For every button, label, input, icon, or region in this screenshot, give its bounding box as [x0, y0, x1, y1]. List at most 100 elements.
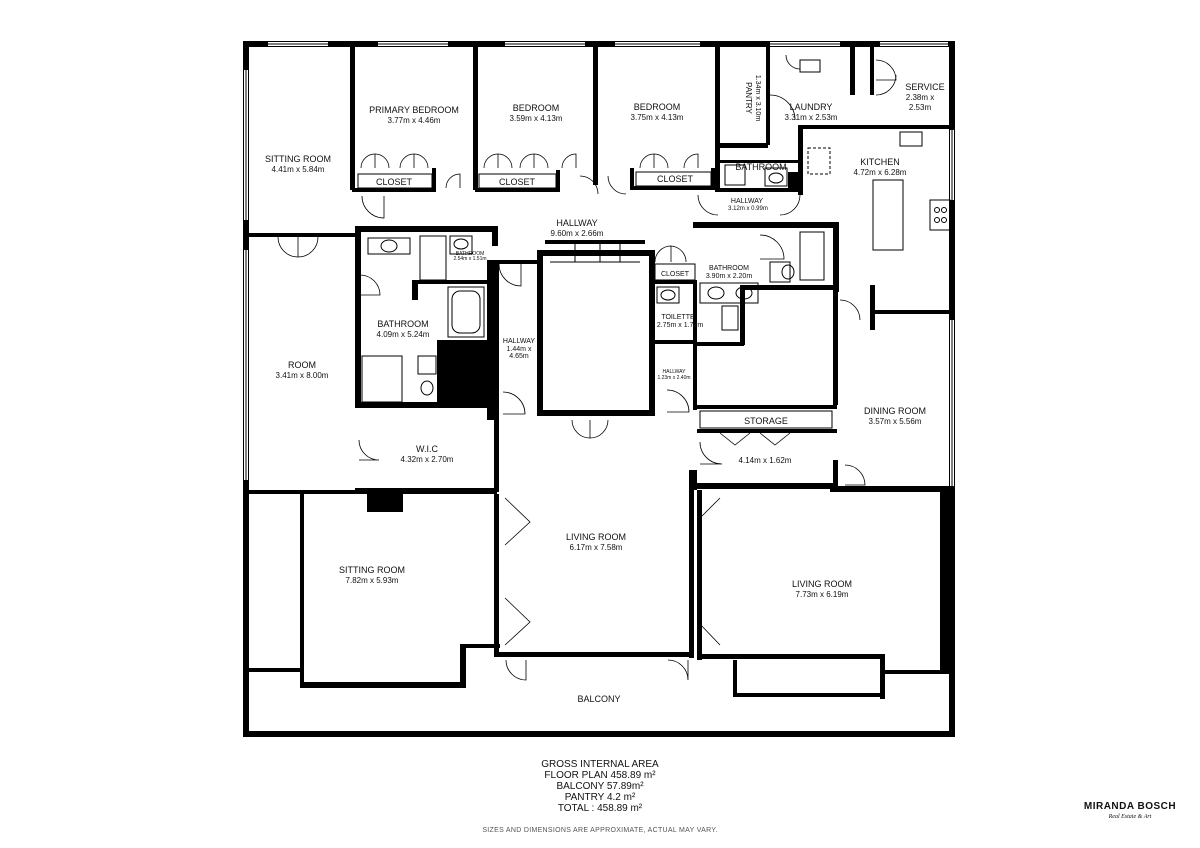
- svg-text:BATHROOM: BATHROOM: [377, 319, 428, 329]
- fixtures: [361, 59, 951, 403]
- svg-text:1.23m x 2.40m: 1.23m x 2.40m: [657, 375, 690, 381]
- svg-text:1.44m x: 1.44m x: [507, 346, 532, 353]
- svg-text:PANTRY: PANTRY: [744, 82, 753, 114]
- closet-1-label: CLOSET: [357, 173, 433, 189]
- bedroom-1-label: BEDROOM 3.59m x 4.13m: [510, 103, 563, 123]
- kitchen-label: KITCHEN 4.72m x 6.28m: [854, 157, 907, 177]
- svg-text:3.57m x 5.56m: 3.57m x 5.56m: [869, 417, 922, 426]
- area-total: TOTAL : 458.89 m²: [557, 803, 643, 814]
- svg-text:3.59m x 4.13m: 3.59m x 4.13m: [510, 114, 563, 123]
- bathroom-top-label: BATHROOM: [735, 162, 786, 172]
- area-balcony: BALCONY 57.89m²: [556, 781, 644, 792]
- wic-label: W.I.C 4.32m x 2.70m: [401, 444, 454, 464]
- svg-text:HALLWAY: HALLWAY: [556, 218, 597, 228]
- svg-text:9.60m x 2.66m: 9.60m x 2.66m: [551, 229, 604, 238]
- svg-text:CLOSET: CLOSET: [499, 177, 536, 187]
- primary-bedroom-label: PRIMARY BEDROOM 3.77m x 4.46m: [369, 105, 459, 125]
- svg-text:TOILETTE: TOILETTE: [661, 314, 695, 321]
- svg-text:4.14m x 1.62m: 4.14m x 1.62m: [739, 456, 792, 465]
- svg-text:7.73m x 6.19m: 7.73m x 6.19m: [796, 590, 849, 599]
- living-room-center-label: LIVING ROOM 6.17m x 7.58m: [566, 532, 626, 552]
- living-room-right-label: LIVING ROOM 7.73m x 6.19m: [792, 579, 852, 599]
- svg-text:SITTING ROOM: SITTING ROOM: [339, 565, 405, 575]
- pantry-label: PANTRY 1.34m x 3.10m: [744, 75, 761, 121]
- sitting-room-bottom-label: SITTING ROOM 7.82m x 5.93m: [339, 565, 405, 585]
- hallway-vertical-label: HALLWAY 1.44m x 4.65m: [503, 338, 535, 360]
- svg-text:SITTING ROOM: SITTING ROOM: [265, 154, 331, 164]
- svg-text:DINING ROOM: DINING ROOM: [864, 406, 926, 416]
- svg-text:1.34m x 3.10m: 1.34m x 3.10m: [754, 75, 761, 121]
- brand-name: MIRANDA BOSCH: [1083, 801, 1177, 812]
- svg-text:HALLWAY: HALLWAY: [731, 198, 763, 205]
- outer-walls: [243, 41, 955, 737]
- svg-text:BEDROOM: BEDROOM: [513, 103, 560, 113]
- svg-text:HALLWAY: HALLWAY: [663, 369, 687, 375]
- svg-text:KITCHEN: KITCHEN: [860, 157, 900, 167]
- svg-text:6.17m x 7.58m: 6.17m x 7.58m: [570, 543, 623, 552]
- laundry-label: LAUNDRY 3.31m x 2.53m: [785, 102, 838, 122]
- svg-text:3.12m x 0.99m: 3.12m x 0.99m: [728, 206, 768, 212]
- windows: [244, 42, 954, 490]
- svg-text:HALLWAY: HALLWAY: [503, 338, 535, 345]
- svg-text:LAUNDRY: LAUNDRY: [790, 102, 833, 112]
- bedroom-2-label: BEDROOM 3.75m x 4.13m: [631, 102, 684, 122]
- doors: [277, 54, 897, 681]
- svg-text:3.90m x 2.20m: 3.90m x 2.20m: [706, 273, 752, 280]
- svg-text:2.54m x 1.51m: 2.54m x 1.51m: [453, 256, 486, 262]
- brand-logo: MIRANDA BOSCH Real Estate & Art: [1070, 801, 1190, 820]
- dining-room-label: DINING ROOM 3.57m x 5.56m: [864, 406, 926, 426]
- interior-walls: [243, 45, 955, 737]
- storage-label: STORAGE 4.14m x 1.62m: [699, 410, 833, 465]
- brand-tagline: Real Estate & Art: [1108, 814, 1152, 820]
- closet-4-label: CLOSET: [654, 263, 696, 281]
- closet-3-label: CLOSET: [635, 171, 712, 187]
- svg-text:4.32m x 2.70m: 4.32m x 2.70m: [401, 455, 454, 464]
- hallway-small-label: HALLWAY 3.12m x 0.99m: [728, 198, 768, 212]
- svg-text:CLOSET: CLOSET: [657, 174, 694, 184]
- svg-text:BATHROOM: BATHROOM: [709, 265, 749, 272]
- svg-text:STORAGE: STORAGE: [744, 416, 788, 426]
- area-title: GROSS INTERNAL AREA: [541, 759, 659, 770]
- svg-text:2.53m: 2.53m: [909, 103, 932, 112]
- svg-text:BATHROOM: BATHROOM: [735, 162, 786, 172]
- gross-internal-area: GROSS INTERNAL AREA FLOOR PLAN 458.89 m²…: [480, 759, 720, 814]
- svg-text:3.77m x 4.46m: 3.77m x 4.46m: [388, 116, 441, 125]
- area-floor-plan: FLOOR PLAN 458.89 m²: [544, 770, 656, 781]
- svg-text:BEDROOM: BEDROOM: [634, 102, 681, 112]
- svg-text:W.I.C: W.I.C: [416, 444, 438, 454]
- svg-text:4.72m x 6.28m: 4.72m x 6.28m: [854, 168, 907, 177]
- closet-2-label: CLOSET: [478, 173, 557, 189]
- svg-text:SERVICE: SERVICE: [905, 82, 944, 92]
- svg-text:4.41m x 5.84m: 4.41m x 5.84m: [272, 165, 325, 174]
- disclaimer: SIZES AND DIMENSIONS ARE APPROXIMATE, AC…: [482, 827, 718, 834]
- sitting-room-top-label: SITTING ROOM 4.41m x 5.84m: [265, 154, 331, 174]
- room-label: ROOM 3.41m x 8.00m: [276, 360, 329, 380]
- svg-text:4.65m: 4.65m: [509, 353, 529, 360]
- svg-text:4.09m x 5.24m: 4.09m x 5.24m: [377, 330, 430, 339]
- room-labels: SITTING ROOM 4.41m x 5.84m PRIMARY BEDRO…: [265, 75, 945, 704]
- svg-text:BATHROOM: BATHROOM: [456, 251, 485, 257]
- svg-text:ROOM: ROOM: [288, 360, 316, 370]
- bathroom-tiny-label: BATHROOM 2.54m x 1.51m: [453, 251, 486, 262]
- bathroom-large-label: BATHROOM 4.09m x 5.24m: [377, 319, 430, 339]
- svg-text:LIVING ROOM: LIVING ROOM: [566, 532, 626, 542]
- area-pantry: PANTRY 4.2 m²: [564, 792, 636, 803]
- bathroom-mid-label: BATHROOM 3.90m x 2.20m: [706, 265, 752, 280]
- svg-text:BALCONY: BALCONY: [577, 694, 620, 704]
- svg-text:2.38m x: 2.38m x: [906, 93, 934, 102]
- svg-text:3.41m x 8.00m: 3.41m x 8.00m: [276, 371, 329, 380]
- svg-text:LIVING ROOM: LIVING ROOM: [792, 579, 852, 589]
- svg-text:2.75m x 1.73m: 2.75m x 1.73m: [657, 322, 703, 329]
- svg-text:PRIMARY BEDROOM: PRIMARY BEDROOM: [369, 105, 459, 115]
- svg-text:7.82m x 5.93m: 7.82m x 5.93m: [346, 576, 399, 585]
- svg-text:CLOSET: CLOSET: [376, 177, 413, 187]
- hallway-main-label: HALLWAY 9.60m x 2.66m: [551, 218, 604, 238]
- hallway-tiny-label: HALLWAY 1.23m x 2.40m: [657, 369, 690, 381]
- svg-text:3.31m x 2.53m: 3.31m x 2.53m: [785, 113, 838, 122]
- svg-text:3.75m x 4.13m: 3.75m x 4.13m: [631, 113, 684, 122]
- balcony-label: BALCONY: [577, 694, 620, 704]
- service-label: SERVICE 2.38m x 2.53m: [905, 82, 944, 112]
- svg-text:CLOSET: CLOSET: [661, 271, 690, 278]
- toilette-label: TOILETTE 2.75m x 1.73m: [657, 314, 703, 329]
